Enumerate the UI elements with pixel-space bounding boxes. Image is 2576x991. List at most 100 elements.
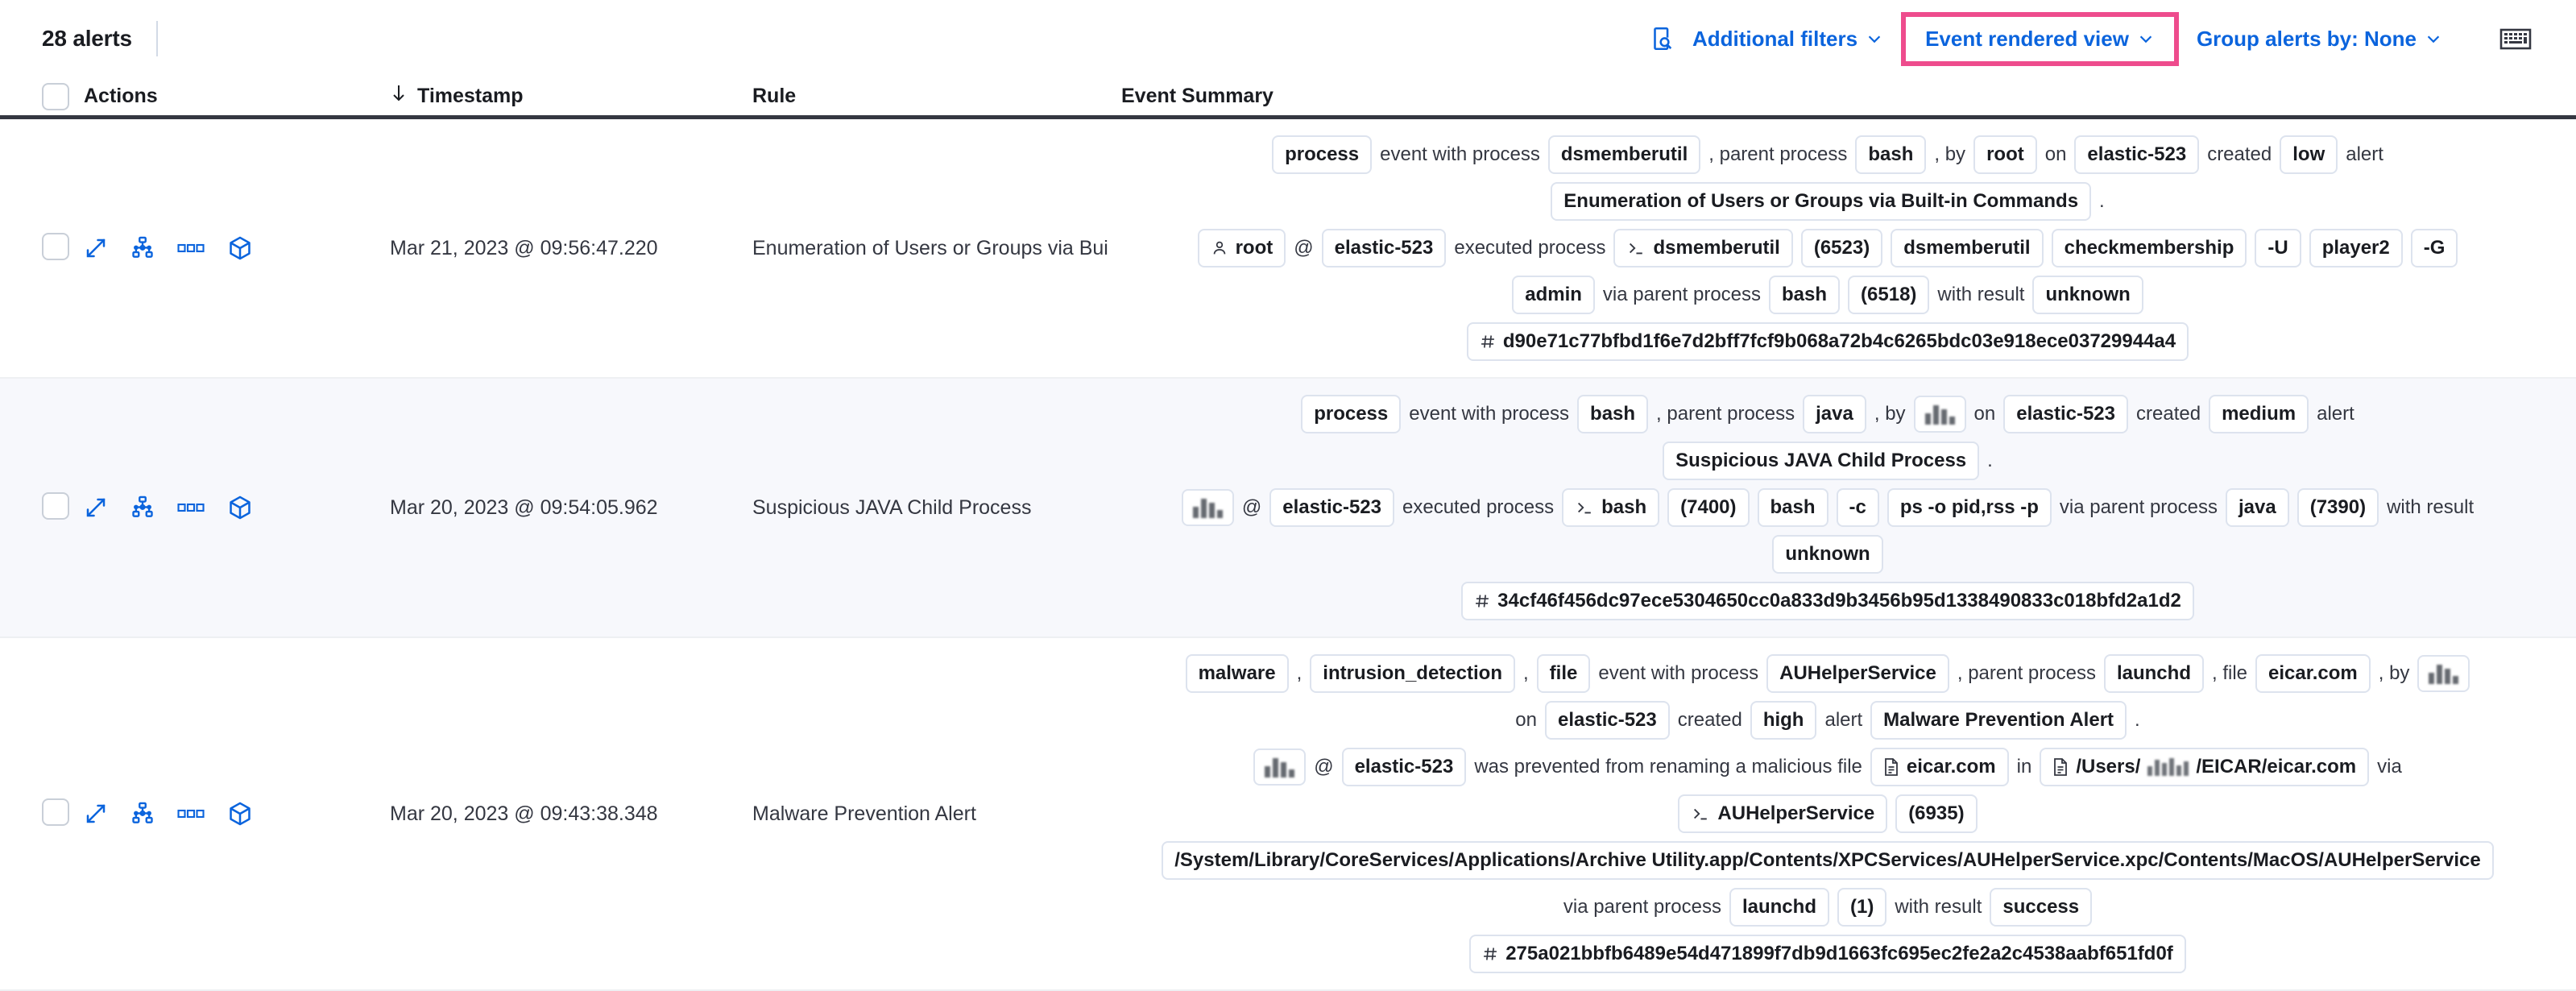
summary-chip[interactable]: d90e71c77bfbd1f6e7d2bff7fcf9b068a72b4c62…: [1466, 322, 2189, 361]
summary-chip[interactable]: eicar.com: [1870, 748, 2009, 786]
summary-chip[interactable]: unknown: [2032, 276, 2143, 314]
summary-chip[interactable]: elastic-523: [2074, 135, 2200, 174]
summary-chip[interactable]: process: [1301, 395, 1402, 433]
redacted-chip[interactable]: [2417, 655, 2470, 692]
summary-chip[interactable]: admin: [1512, 276, 1595, 314]
summary-chip[interactable]: player2: [2309, 229, 2403, 267]
summary-chip[interactable]: (6518): [1848, 276, 1930, 314]
summary-chip[interactable]: -c: [1836, 488, 1879, 527]
summary-chip[interactable]: dsmemberutil: [1891, 229, 2044, 267]
summary-chip-label: process: [1285, 143, 1360, 165]
summary-chip[interactable]: checkmembership: [2051, 229, 2247, 267]
more-actions-icon[interactable]: [177, 241, 205, 255]
expand-icon[interactable]: [84, 236, 108, 260]
summary-chip-label: (6935): [1908, 802, 1965, 824]
summary-chip[interactable]: root: [1197, 229, 1286, 267]
summary-chip[interactable]: intrusion_detection: [1310, 654, 1515, 693]
summary-chip-label: -U: [2267, 237, 2288, 259]
summary-chip[interactable]: success: [1990, 888, 2093, 927]
inspect-search-icon[interactable]: [1644, 21, 1679, 56]
summary-chip[interactable]: high: [1750, 701, 1817, 740]
row-actions: [84, 235, 390, 261]
summary-chip[interactable]: AUHelperService: [1678, 794, 1888, 833]
summary-chip[interactable]: (6523): [1800, 229, 1883, 267]
summary-chip[interactable]: 34cf46f456dc97ece5304650cc0a833d9b3456b9…: [1461, 582, 2194, 620]
summary-chip[interactable]: launchd: [2103, 654, 2204, 693]
redacted-chip[interactable]: [1253, 748, 1307, 786]
summary-chip[interactable]: medium: [2209, 395, 2309, 433]
more-actions-icon[interactable]: [177, 500, 205, 515]
summary-chip[interactable]: unknown: [1772, 535, 1883, 574]
summary-chip[interactable]: AUHelperService: [1766, 654, 1949, 693]
summary-chip[interactable]: eicar.com: [2255, 654, 2371, 693]
session-view-icon[interactable]: [130, 802, 155, 826]
summary-chip[interactable]: elastic-523: [1544, 701, 1670, 740]
row-select-checkbox[interactable]: [42, 798, 69, 826]
select-all-checkbox[interactable]: [42, 82, 69, 110]
summary-text: via parent process: [2059, 496, 2218, 518]
cube-icon[interactable]: [227, 495, 253, 520]
summary-chip[interactable]: 275a021bbfb6489e54d471899f7db9d1663fc695…: [1469, 935, 2186, 973]
summary-chip[interactable]: dsmemberutil: [1547, 135, 1701, 174]
summary-chip[interactable]: process: [1272, 135, 1373, 174]
summary-chip[interactable]: Suspicious JAVA Child Process: [1663, 442, 1980, 480]
session-view-icon[interactable]: [130, 496, 155, 520]
group-alerts-by-button[interactable]: Group alerts by: None: [2184, 20, 2455, 58]
summary-chip[interactable]: bash: [1562, 488, 1660, 527]
summary-chip[interactable]: bash: [1769, 276, 1841, 314]
cube-icon[interactable]: [227, 235, 253, 261]
summary-chip[interactable]: java: [2225, 488, 2289, 527]
keyboard-icon[interactable]: [2497, 20, 2534, 57]
summary-chip[interactable]: elastic-523: [1341, 748, 1467, 786]
summary-chip[interactable]: /System/Library/CoreServices/Application…: [1162, 841, 2494, 880]
summary-chip[interactable]: root: [1973, 135, 2037, 174]
summary-chip[interactable]: Malware Prevention Alert: [1870, 701, 2127, 740]
summary-chip[interactable]: malware: [1185, 654, 1289, 693]
summary-chip[interactable]: bash: [1855, 135, 1927, 174]
summary-chip[interactable]: ps -o pid,rss -p: [1886, 488, 2052, 527]
summary-chip-label: unknown: [1785, 543, 1870, 565]
summary-chip[interactable]: (1): [1837, 888, 1887, 927]
summary-chip[interactable]: launchd: [1729, 888, 1829, 927]
summary-chip[interactable]: file: [1536, 654, 1591, 693]
summary-chip[interactable]: low: [2280, 135, 2338, 174]
redacted-value: [1192, 497, 1223, 518]
summary-chip[interactable]: (6935): [1895, 794, 1978, 833]
summary-chip[interactable]: elastic-523: [2003, 395, 2129, 433]
summary-chip[interactable]: (7400): [1667, 488, 1750, 527]
summary-chip[interactable]: bash: [1577, 395, 1649, 433]
summary-text: on: [2044, 143, 2067, 165]
file-icon: [1883, 757, 1899, 777]
summary-chip[interactable]: elastic-523: [1321, 229, 1447, 267]
expand-icon[interactable]: [84, 496, 108, 520]
summary-chip[interactable]: -U: [2255, 229, 2301, 267]
summary-text: via parent process: [1563, 896, 1721, 918]
summary-chip-label: 275a021bbfb6489e54d471899f7db9d1663fc695…: [1505, 943, 2173, 964]
redacted-chip[interactable]: [1181, 489, 1234, 526]
summary-chip[interactable]: Enumeration of Users or Groups via Built…: [1551, 182, 2092, 221]
cube-icon[interactable]: [227, 801, 253, 827]
cell-rule: Suspicious JAVA Child Process: [752, 496, 1032, 519]
column-header-timestamp[interactable]: Timestamp: [390, 83, 752, 110]
expand-icon[interactable]: [84, 802, 108, 826]
summary-chip[interactable]: /Users//EICAR/eicar.com: [2040, 748, 2370, 786]
event-rendered-view-button[interactable]: Event rendered view: [1917, 27, 2163, 52]
row-select-checkbox[interactable]: [42, 232, 69, 260]
summary-chip[interactable]: (7390): [2296, 488, 2379, 527]
summary-chip[interactable]: dsmemberutil: [1613, 229, 1793, 267]
row-select-checkbox[interactable]: [42, 491, 69, 520]
more-actions-icon[interactable]: [177, 806, 205, 821]
summary-chip[interactable]: java: [1803, 395, 1866, 433]
summary-chip[interactable]: bash: [1757, 488, 1828, 527]
summary-chip[interactable]: elastic-523: [1269, 488, 1394, 527]
session-view-icon[interactable]: [130, 236, 155, 260]
summary-chip[interactable]: -G: [2410, 229, 2458, 267]
additional-filters-button[interactable]: Additional filters: [1679, 20, 1896, 58]
column-header-actions: Actions: [84, 85, 158, 107]
redacted-chip[interactable]: [1913, 396, 1966, 433]
